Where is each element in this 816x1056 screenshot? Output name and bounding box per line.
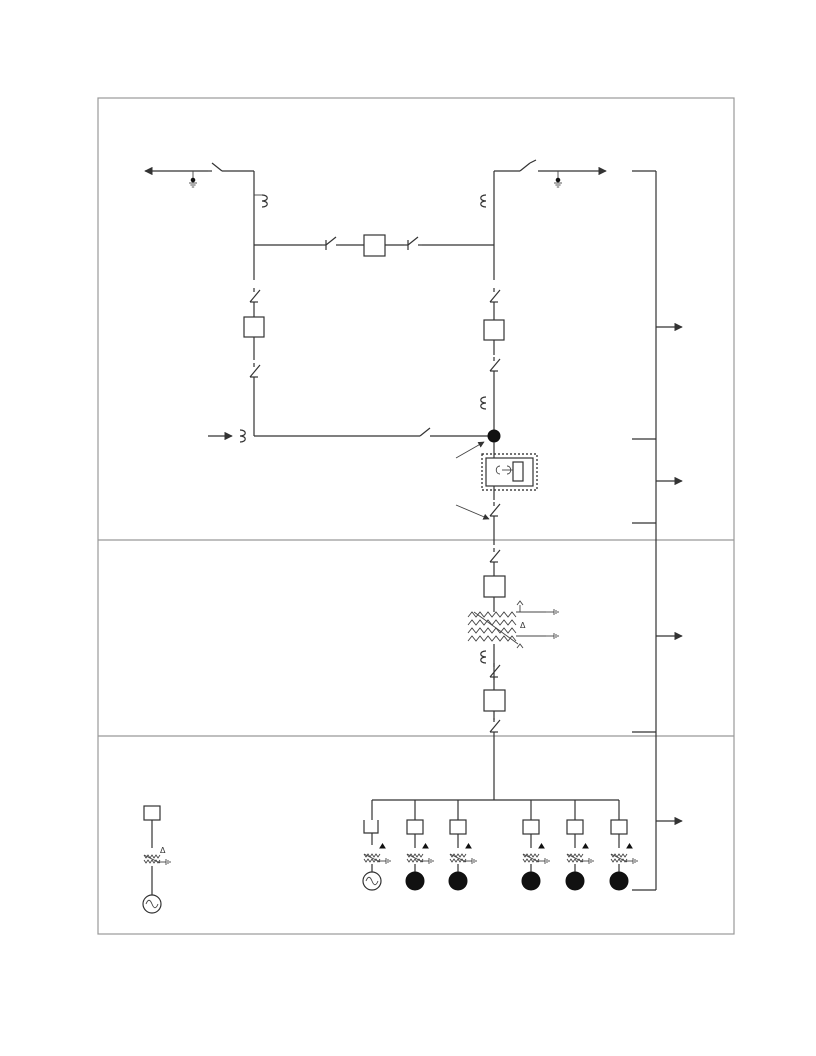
motor-feeder-2 (448, 800, 476, 891)
switchyard-ring (144, 159, 607, 545)
breaker-left (243, 316, 265, 338)
motor-feeder-4 (565, 800, 593, 891)
breaker-hv (483, 575, 506, 598)
motor-feeder-3 (521, 800, 549, 891)
metering-box (481, 453, 538, 491)
diagram-frame (97, 97, 735, 935)
bus-node (487, 429, 501, 443)
delta-symbol-gen: Δ (160, 846, 166, 855)
breaker-lv (483, 689, 506, 712)
motor-feeder-1 (405, 800, 433, 891)
breaker-right (483, 319, 505, 341)
transformer-section: Δ (467, 547, 559, 800)
standalone-generator-unit: Δ (142, 805, 171, 914)
motor-5 (609, 871, 629, 891)
motor-2 (448, 871, 468, 891)
motor-1 (405, 871, 425, 891)
load-bus (362, 799, 619, 891)
motor-4 (565, 871, 585, 891)
motor-feeder-5 (609, 800, 637, 891)
motor-3 (521, 871, 541, 891)
delta-symbol-main: Δ (520, 621, 526, 630)
zone-brackets (632, 170, 683, 891)
breaker-tie-top (363, 234, 386, 257)
